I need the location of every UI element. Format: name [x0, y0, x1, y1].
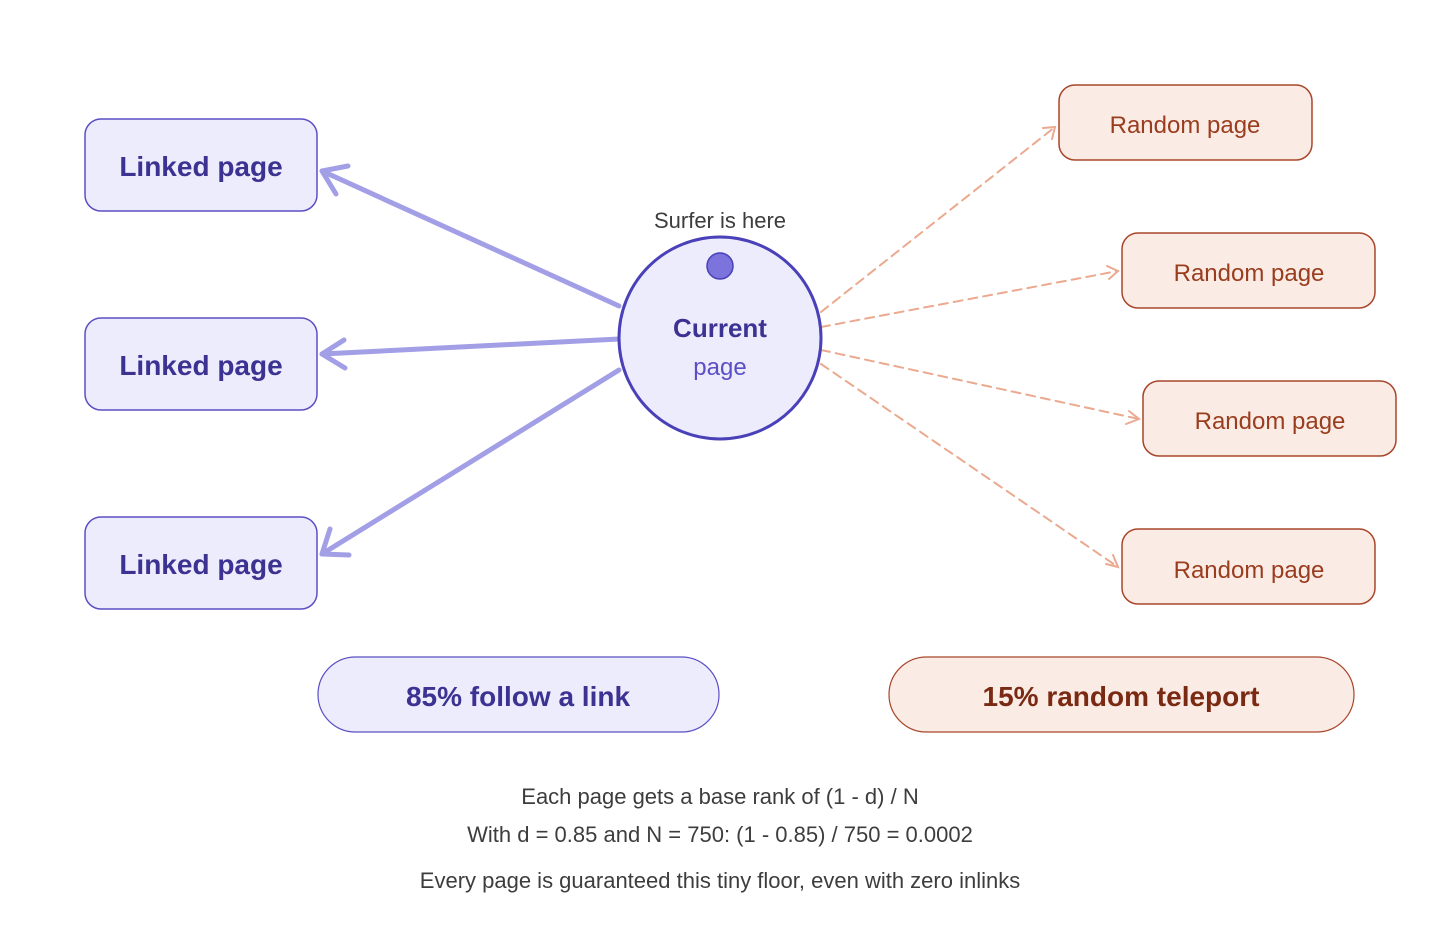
teleport-arrow-3 — [820, 349, 1141, 425]
link-arrow-3 — [319, 367, 622, 558]
surfer-dot-icon — [706, 252, 734, 280]
linked-page-node-1: Linked page — [84, 118, 318, 212]
link-arrow-2 — [319, 336, 622, 371]
current-page-node: Surfer is here Current page — [617, 208, 823, 441]
note-line-1: Each page gets a base rank of (1 - d) / … — [521, 784, 918, 809]
linked-page-label: Linked page — [119, 151, 282, 182]
teleport-arrow-4 — [820, 363, 1120, 569]
linked-page-label: Linked page — [119, 350, 282, 381]
current-page-subtitle: page — [693, 354, 746, 381]
random-page-label: Random page — [1195, 408, 1346, 435]
random-teleport-pill: 15% random teleport — [888, 656, 1355, 733]
follow-link-label: 85% follow a link — [406, 681, 630, 712]
note-line-2: With d = 0.85 and N = 750: (1 - 0.85) / … — [467, 822, 973, 847]
random-page-label: Random page — [1174, 260, 1325, 287]
follow-link-pill: 85% follow a link — [317, 656, 720, 733]
random-page-label: Random page — [1174, 557, 1325, 584]
random-page-node-2: Random page — [1121, 232, 1376, 309]
random-teleport-label: 15% random teleport — [983, 681, 1260, 712]
linked-page-label: Linked page — [119, 549, 282, 580]
current-page-title: Current — [673, 313, 767, 343]
link-arrow-1 — [319, 163, 622, 309]
linked-page-node-3: Linked page — [84, 516, 318, 610]
follow-link-arrows — [319, 163, 622, 558]
linked-page-node-2: Linked page — [84, 317, 318, 411]
teleport-arrow-1 — [820, 125, 1057, 313]
random-page-node-4: Random page — [1121, 528, 1376, 605]
random-page-node-1: Random page — [1058, 84, 1313, 161]
formula-notes: Each page gets a base rank of (1 - d) / … — [420, 784, 1020, 893]
random-page-node-3: Random page — [1142, 380, 1397, 457]
surfer-label: Surfer is here — [654, 208, 786, 233]
note-line-3: Every page is guaranteed this tiny floor… — [420, 868, 1020, 893]
teleport-arrows — [820, 125, 1141, 569]
teleport-arrow-2 — [820, 265, 1120, 328]
random-page-label: Random page — [1110, 112, 1261, 139]
